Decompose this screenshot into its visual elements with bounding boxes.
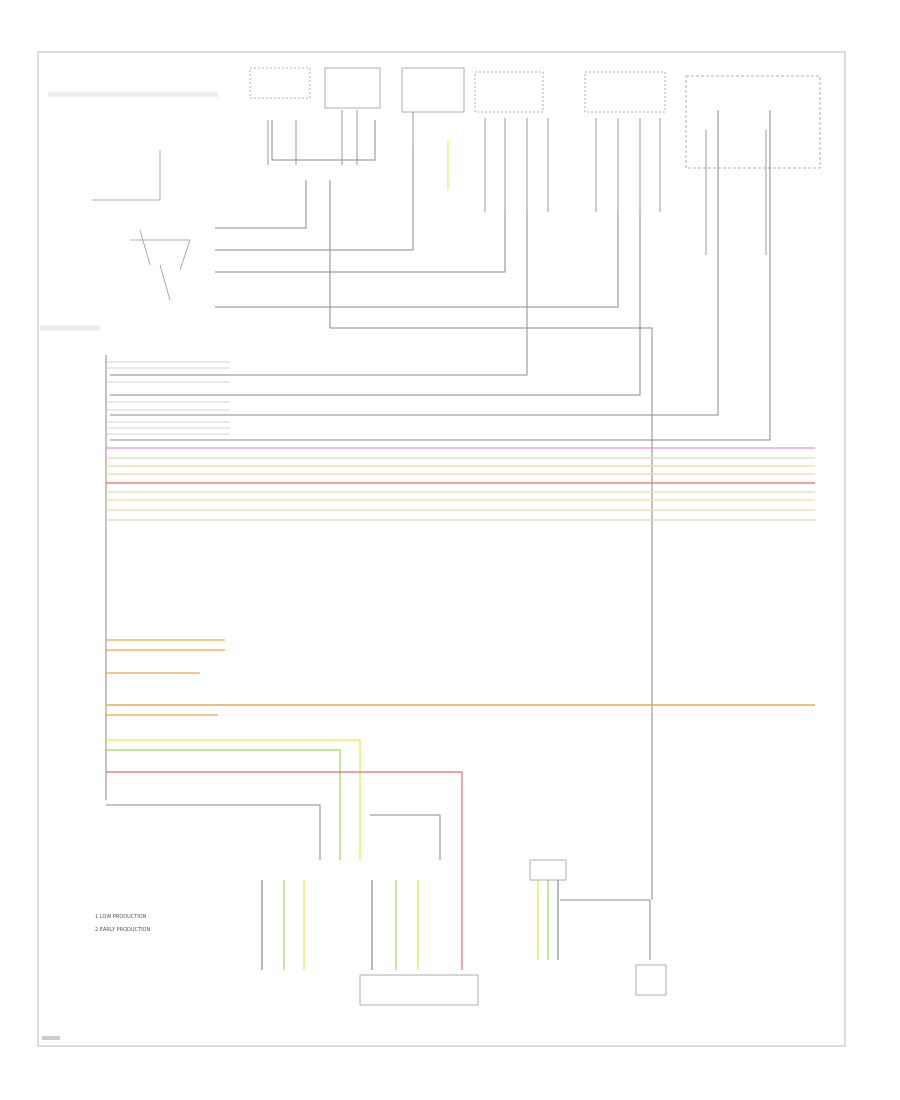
component-box — [324, 67, 381, 109]
bottom-connectors — [261, 880, 559, 970]
legend-item-2: 2 EARLY PRODUCTION — [95, 927, 150, 933]
component-box — [584, 71, 666, 113]
component-box — [401, 67, 465, 113]
green-wire — [106, 749, 341, 860]
bottom-component-box — [635, 964, 667, 996]
component-box — [474, 71, 544, 113]
yellow-wire — [106, 739, 361, 860]
module-pin-rows — [106, 361, 230, 435]
bottom-component-box — [529, 859, 567, 881]
diagram-frame — [37, 51, 846, 1047]
ignition-switch — [92, 150, 191, 301]
tan-wires — [106, 457, 815, 521]
top-components — [40, 67, 821, 331]
header-label-bar — [48, 92, 218, 97]
gray-wire — [106, 804, 321, 860]
component-box — [685, 75, 821, 169]
red-wire — [106, 771, 463, 970]
gray-wire — [370, 814, 441, 860]
component-box — [40, 325, 100, 331]
connector-pins — [267, 110, 767, 255]
gray-wires — [105, 110, 771, 960]
footer-label-bar — [42, 1036, 60, 1040]
legend-item-1: 1 LOW PRODUCTION — [95, 914, 147, 920]
bottom-component-box — [359, 974, 479, 1006]
component-box — [249, 67, 311, 99]
